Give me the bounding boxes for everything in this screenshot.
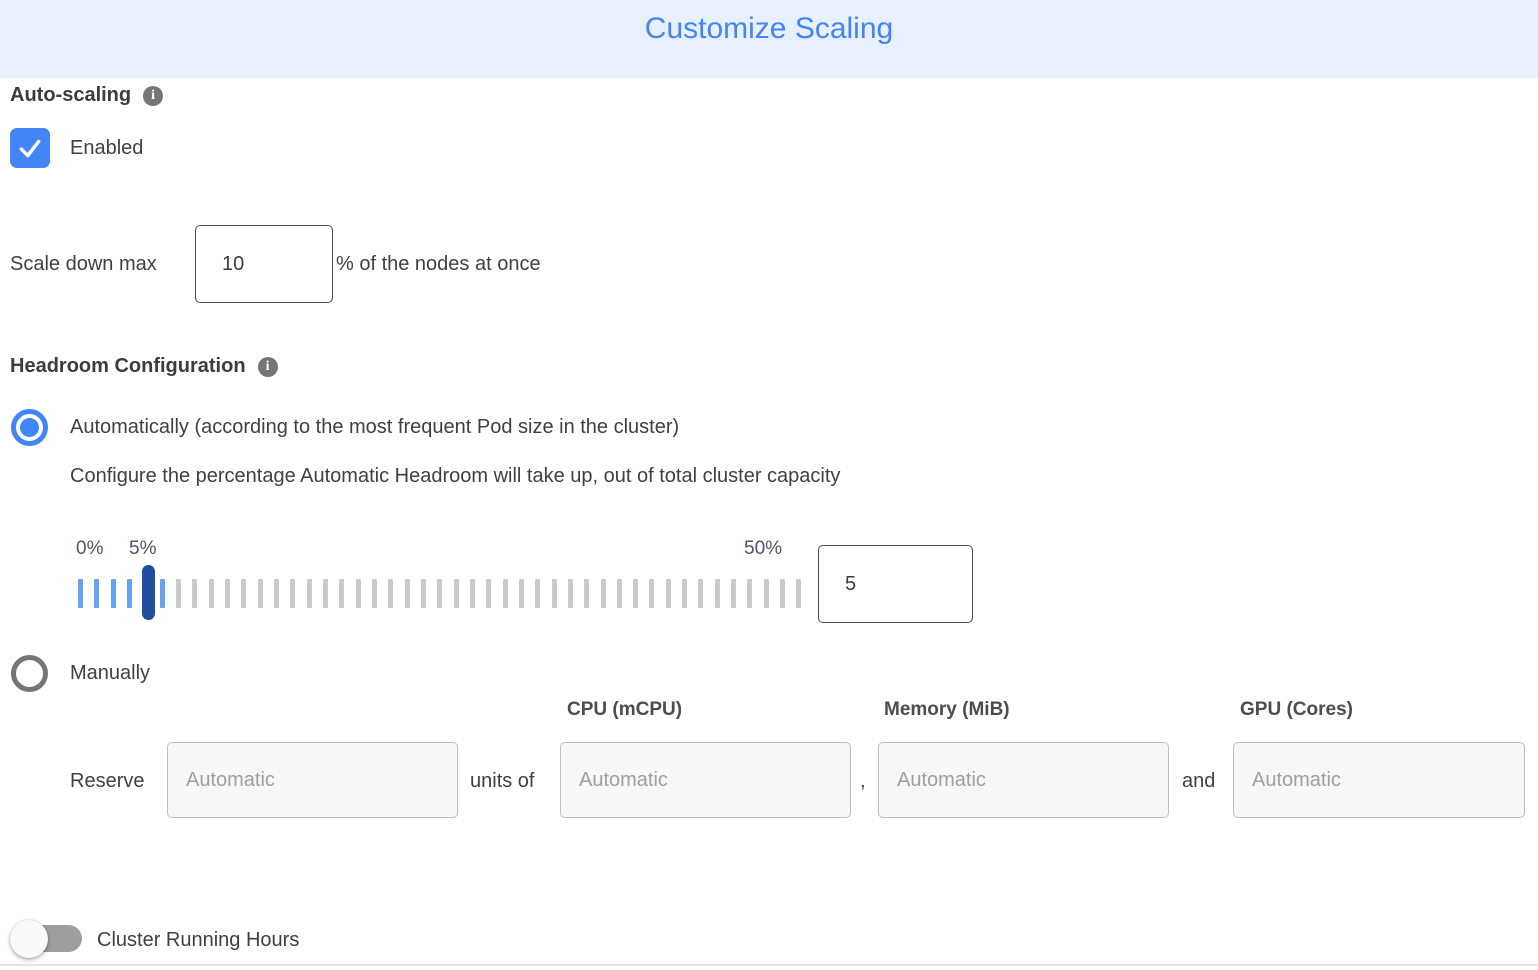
slider-tick [290,578,296,608]
comma-separator: , [860,770,866,792]
slider-tick [192,578,198,608]
cluster-running-hours-label: Cluster Running Hours [97,929,300,951]
slider-tick [175,578,181,608]
auto-scaling-label: Auto-scaling [10,84,132,106]
slider-tick [584,578,590,608]
reserve-memory-input[interactable] [878,742,1169,818]
checkmark-icon [19,139,41,158]
radio-dot [20,418,39,437]
dialog-title: Customize Scaling [644,12,894,45]
reserve-gpu-input[interactable] [1233,742,1525,818]
slider-tick [78,578,83,608]
slider-tick [94,578,100,608]
auto-scaling-enabled-checkbox[interactable] [10,128,50,168]
slider-tick [469,578,475,608]
cluster-running-hours-toggle-knob[interactable] [10,920,48,958]
slider-tick [453,578,459,608]
slider-tick [437,578,443,608]
slider-tick [388,578,394,608]
headroom-manually-label: Manually [70,662,151,684]
slider-tick [420,578,426,608]
enabled-label: Enabled [70,137,144,159]
slider-tick [404,578,410,608]
scale-down-max-input[interactable] [195,225,333,303]
slider-tick [110,578,116,608]
column-header-gpu: GPU (Cores) [1240,699,1353,720]
slider-tick [257,578,263,608]
slider-tick [208,578,214,608]
slider-tick [355,578,361,608]
slider-tick [665,578,671,608]
slider-tick [502,578,508,608]
slider-tick [649,578,655,608]
info-icon[interactable]: i [257,356,278,377]
bottom-divider [0,964,1538,966]
units-of-label: units of [470,770,535,792]
headroom-description: Configure the percentage Automatic Headr… [70,465,841,487]
column-header-memory: Memory (MiB) [884,699,1010,720]
slider-tick [224,578,230,608]
dialog-header [0,0,1538,78]
slider-tick [322,578,328,608]
slider-tick [535,578,541,608]
column-header-cpu: CPU (mCPU) [567,699,683,720]
slider-tick [159,578,165,608]
headroom-section-label: Headroom Configuration i [10,355,278,378]
slider-tick [518,578,524,608]
slider-tick [747,578,753,608]
reserve-label: Reserve [70,770,145,792]
slider-tick [486,578,492,608]
slider-tick [780,578,786,608]
headroom-automatic-label: Automatically (according to the most fre… [70,416,680,438]
headroom-slider-track[interactable] [78,578,802,608]
headroom-manually-radio[interactable] [11,655,48,692]
slider-tick [633,578,639,608]
slider-tick [339,578,345,608]
slider-tick [616,578,622,608]
slider-tick [731,578,737,608]
headroom-automatic-radio[interactable] [11,409,48,446]
slider-tick [698,578,704,608]
scale-down-prefix: Scale down max [10,253,157,275]
and-label: and [1182,770,1216,792]
slider-current-label: 5% [129,538,157,559]
slider-tick [371,578,377,608]
slider-tick [763,578,769,608]
slider-tick [273,578,279,608]
slider-tick [241,578,247,608]
slider-tick [682,578,688,608]
slider-max-label: 50% [744,538,783,559]
headroom-percentage-input[interactable] [818,545,973,623]
slider-tick [126,578,132,608]
slider-tick [600,578,606,608]
reserve-cpu-input[interactable] [560,742,851,818]
slider-min-label: 0% [76,538,104,559]
slider-tick [306,578,312,608]
slider-tick [714,578,720,608]
auto-scaling-section-label: Auto-scaling i [10,84,164,107]
scale-down-suffix: % of the nodes at once [336,253,541,275]
slider-tick [551,578,557,608]
slider-tick [796,578,802,608]
info-icon[interactable]: i [143,85,164,106]
headroom-slider-handle[interactable] [142,565,155,620]
reserve-units-input[interactable] [167,742,458,818]
slider-tick [567,578,573,608]
headroom-label: Headroom Configuration [10,355,246,377]
